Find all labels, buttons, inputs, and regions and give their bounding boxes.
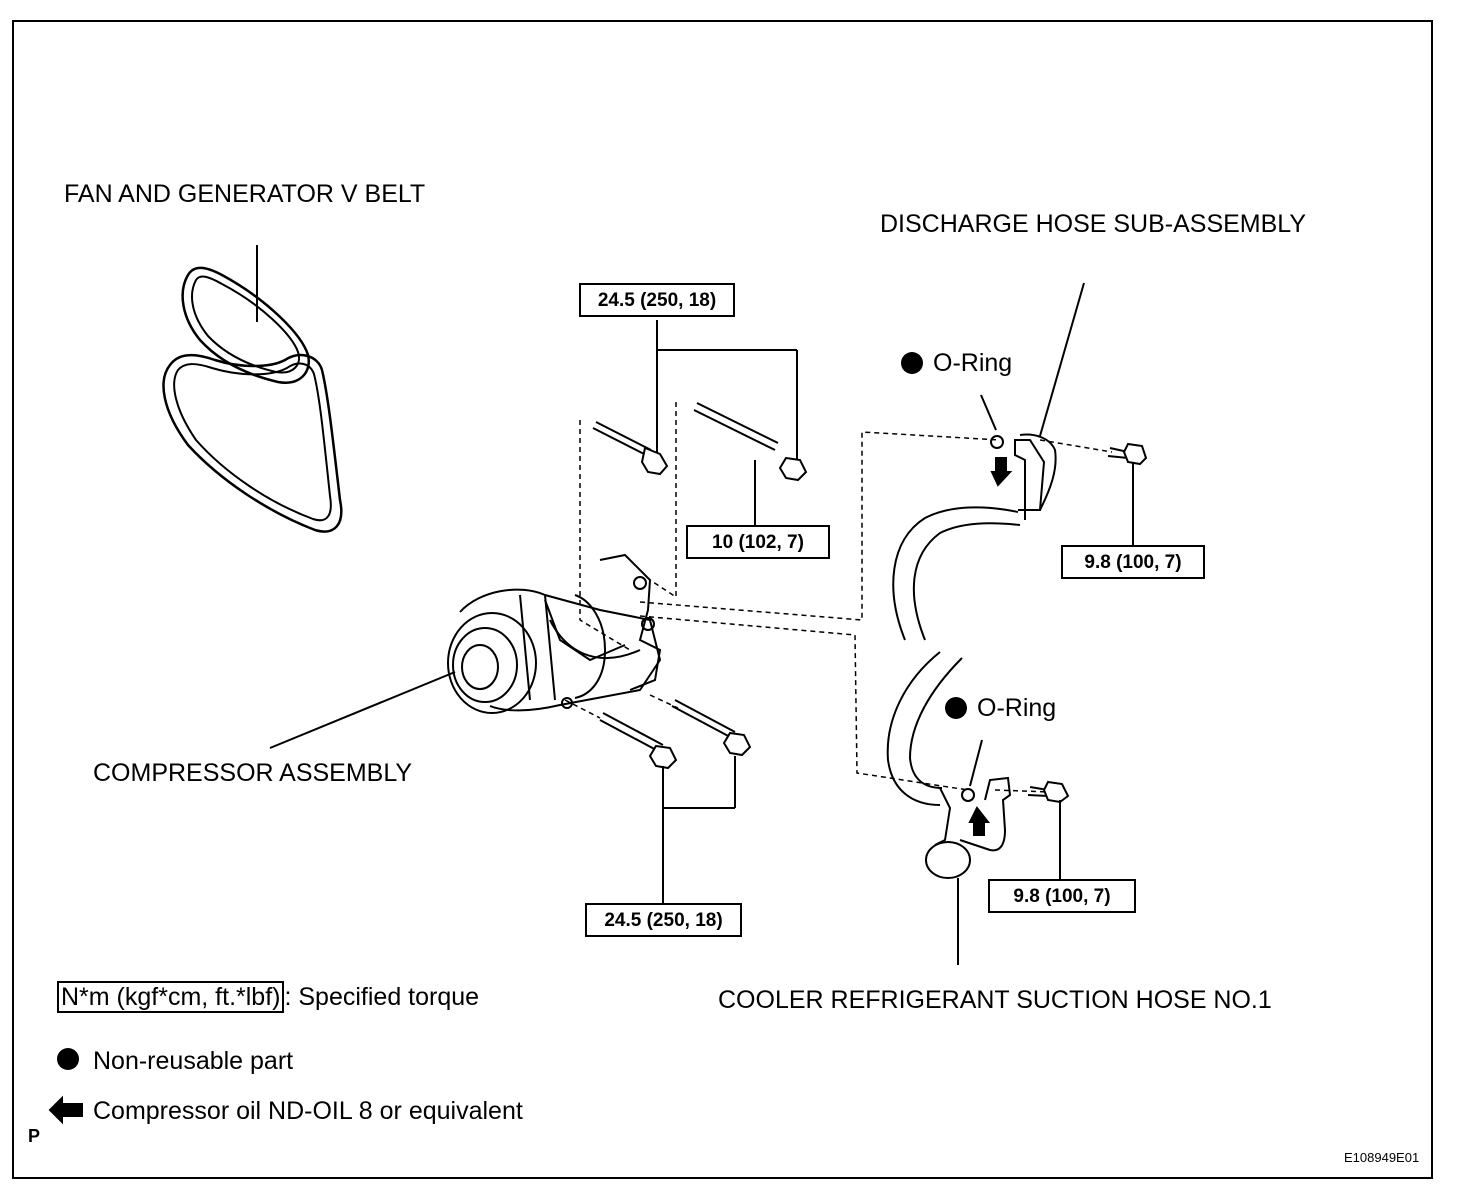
torque-top-bolts: 24.5 (250, 18) (579, 283, 735, 317)
oring-upper-label: O-Ring (933, 349, 1013, 377)
legend-non-reusable: Non-reusable part (93, 1047, 294, 1075)
legend-torque-desc: : Specified torque (284, 983, 480, 1011)
oil-arrow-upper (990, 457, 1013, 487)
legend-torque-unit: N*m (kgf*cm, ft.*lbf) (57, 981, 285, 1013)
non-reusable-icon (945, 697, 967, 719)
compressor-drawing (269, 553, 662, 749)
page-marker: P (28, 1126, 41, 1146)
v-belt-label: FAN AND GENERATOR V BELT (64, 180, 426, 208)
oil-arrow-lower (968, 806, 991, 836)
legend-arrow-icon (50, 1098, 84, 1124)
torque-stud: 10 (102, 7) (686, 525, 830, 559)
compressor-label: COMPRESSOR ASSEMBLY (93, 759, 413, 787)
torque-bottom-bolts: 24.5 (250, 18) (585, 903, 742, 937)
oring-lower-label: O-Ring (977, 694, 1057, 722)
torque-suction-bolt: 9.8 (100, 7) (988, 879, 1136, 913)
suction-hose-label: COOLER REFRIGERANT SUCTION HOSE NO.1 (718, 986, 1272, 1014)
legend-compressor-oil: Compressor oil ND-OIL 8 or equivalent (93, 1097, 523, 1125)
discharge-hose-drawing (892, 282, 1148, 641)
diagram-frame (12, 20, 1433, 1179)
top-bolt-leaders (656, 320, 798, 525)
bottom-bolts (599, 699, 752, 903)
legend-torque: N*m (kgf*cm, ft.*lbf): Specified torque (57, 981, 480, 1013)
figure-id: E108949E01 (1344, 1150, 1420, 1165)
discharge-hose-label: DISCHARGE HOSE SUB-ASSEMBLY (880, 210, 1307, 238)
legend-dot-icon (57, 1048, 79, 1070)
torque-discharge-bolt: 9.8 (100, 7) (1061, 545, 1205, 579)
v-belt-drawing (162, 245, 343, 533)
non-reusable-icon (901, 352, 923, 374)
suction-hose-drawing (886, 651, 1070, 965)
dashed-guides (564, 402, 1113, 793)
top-bolts (592, 402, 808, 482)
